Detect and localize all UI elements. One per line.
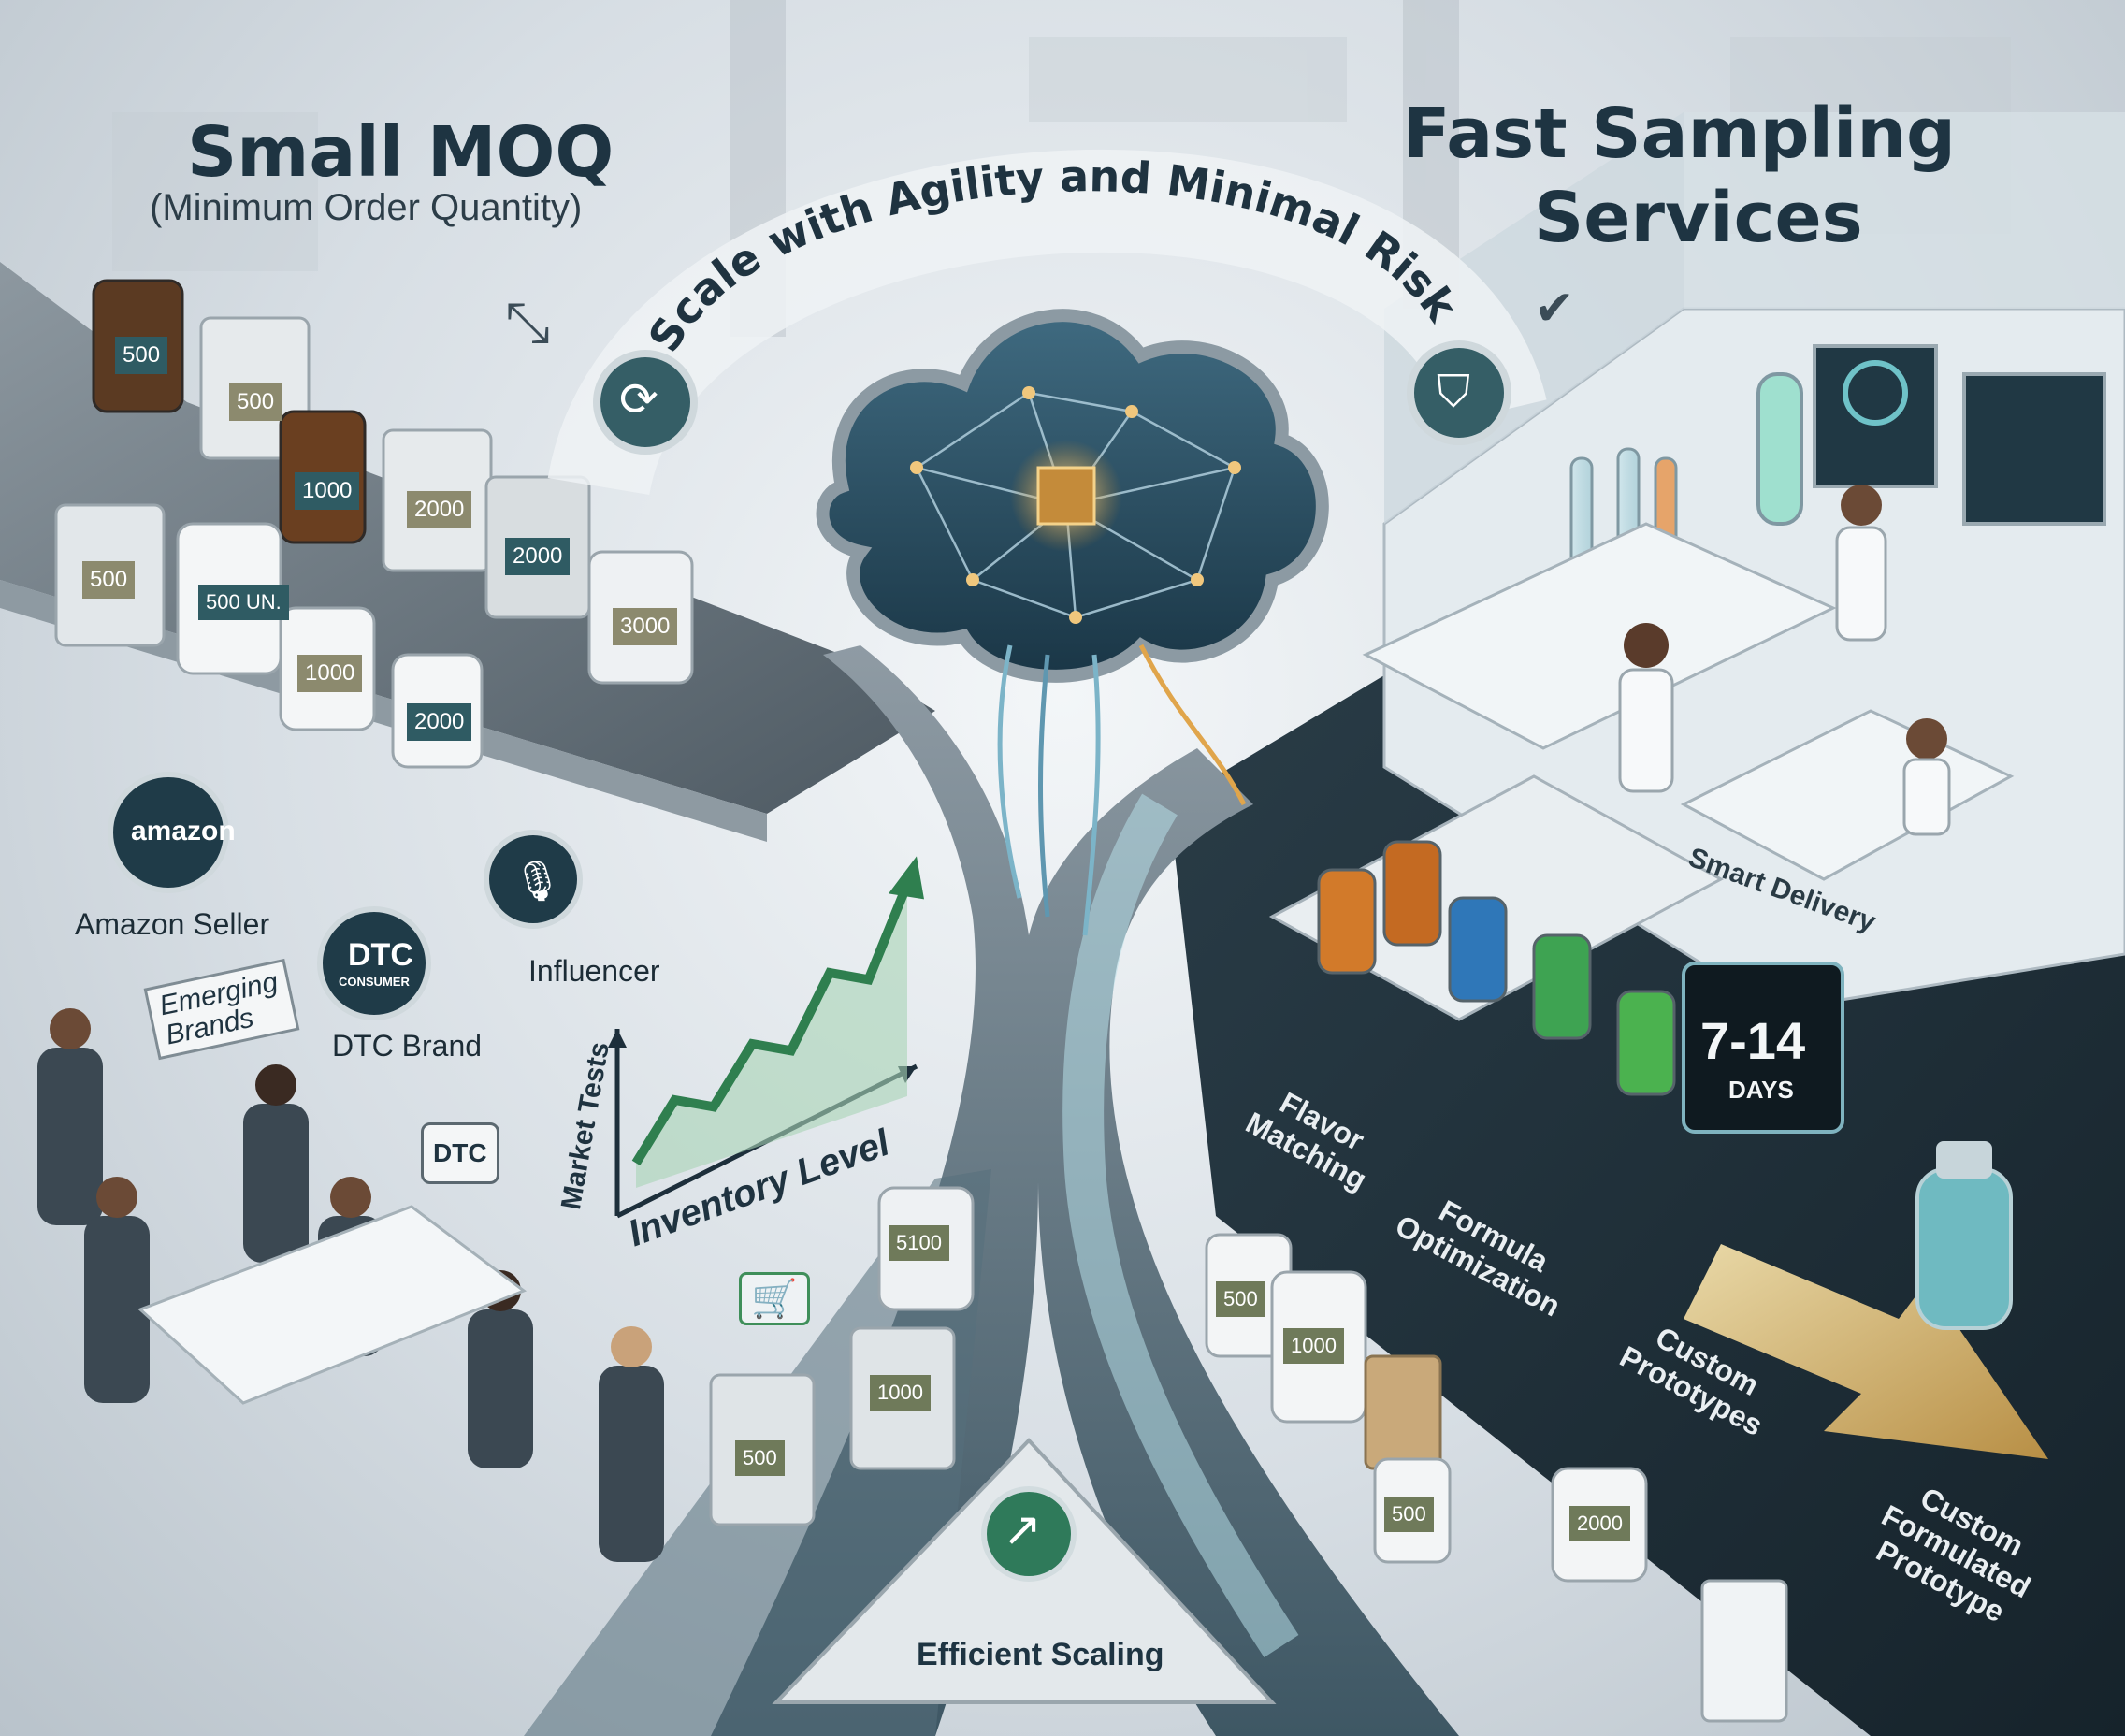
gold-arrow	[1684, 1244, 2048, 1459]
days-display	[1682, 962, 1844, 1134]
left-subtitle: (Minimum Order Quantity)	[150, 187, 583, 228]
conveyor-product-label: 500 UN.	[198, 585, 289, 620]
chart-area	[636, 884, 907, 1188]
arc-band	[547, 149, 1547, 498]
scientist-figures	[1618, 485, 1951, 836]
amazon-logo: amazon	[131, 816, 236, 846]
chart-series	[631, 856, 924, 1188]
days-unit: DAYS	[1728, 1076, 1794, 1104]
dtc-logo-bottom: CONSUMER	[339, 975, 410, 989]
dtc-speech-bubble: DTC	[421, 1122, 499, 1184]
conveyor-product-label: 500	[229, 383, 282, 421]
conveyor-product-label: 2000	[407, 703, 472, 741]
data-strands	[997, 644, 1247, 936]
chart-arrowhead	[889, 856, 924, 900]
lower-products	[709, 1186, 1788, 1723]
efficient-scaling-label: Efficient Scaling	[917, 1637, 1164, 1672]
refresh-icon: ⟳	[619, 373, 658, 426]
fast-check-icon: ✔	[1534, 282, 1575, 336]
trend-up-icon: ↗	[1003, 1503, 1042, 1555]
dtc-logo-top: DTC	[348, 937, 413, 973]
conveyor-product-label: 2000	[407, 491, 472, 528]
shield-check-icon: ⛉	[1437, 368, 1471, 417]
days-number: 7-14	[1700, 1011, 1806, 1070]
sample-vials	[1317, 840, 1676, 1096]
resize-arrows-icon: ⤡	[505, 291, 550, 354]
shopping-cart-icon: 🛒	[739, 1272, 810, 1325]
lower-product-label: 1000	[1283, 1328, 1344, 1364]
amazon-seller-label: Amazon Seller	[75, 907, 270, 941]
lower-product-label: 2000	[1569, 1506, 1630, 1541]
lower-product-label: 500	[1216, 1281, 1265, 1317]
lower-product-label: 5100	[889, 1225, 949, 1261]
lower-product-label: 500	[1384, 1497, 1434, 1532]
meeting-table	[137, 1205, 528, 1405]
dtc-brand-label: DTC Brand	[332, 1029, 483, 1063]
right-title-line1: Fast Sampling	[1403, 94, 1957, 174]
lower-product-label: 1000	[870, 1375, 931, 1410]
influencer-label: Influencer	[528, 954, 660, 988]
chart-line	[631, 882, 912, 1165]
conveyor-product-label: 500	[115, 337, 168, 374]
conveyor-product-label: 1000	[297, 655, 363, 692]
right-title-line2: Services	[1534, 178, 1863, 258]
conveyor-product-label: 500	[82, 561, 136, 599]
conveyor-product-label: 3000	[613, 608, 678, 645]
conveyor-product-label: 2000	[505, 538, 571, 575]
lower-product-label: 500	[735, 1440, 785, 1476]
microphone-icon: 🎙	[513, 859, 563, 903]
cloud-network	[816, 309, 1329, 683]
conveyor-product-label: 1000	[295, 472, 360, 510]
left-title: Small MOQ	[187, 112, 614, 193]
